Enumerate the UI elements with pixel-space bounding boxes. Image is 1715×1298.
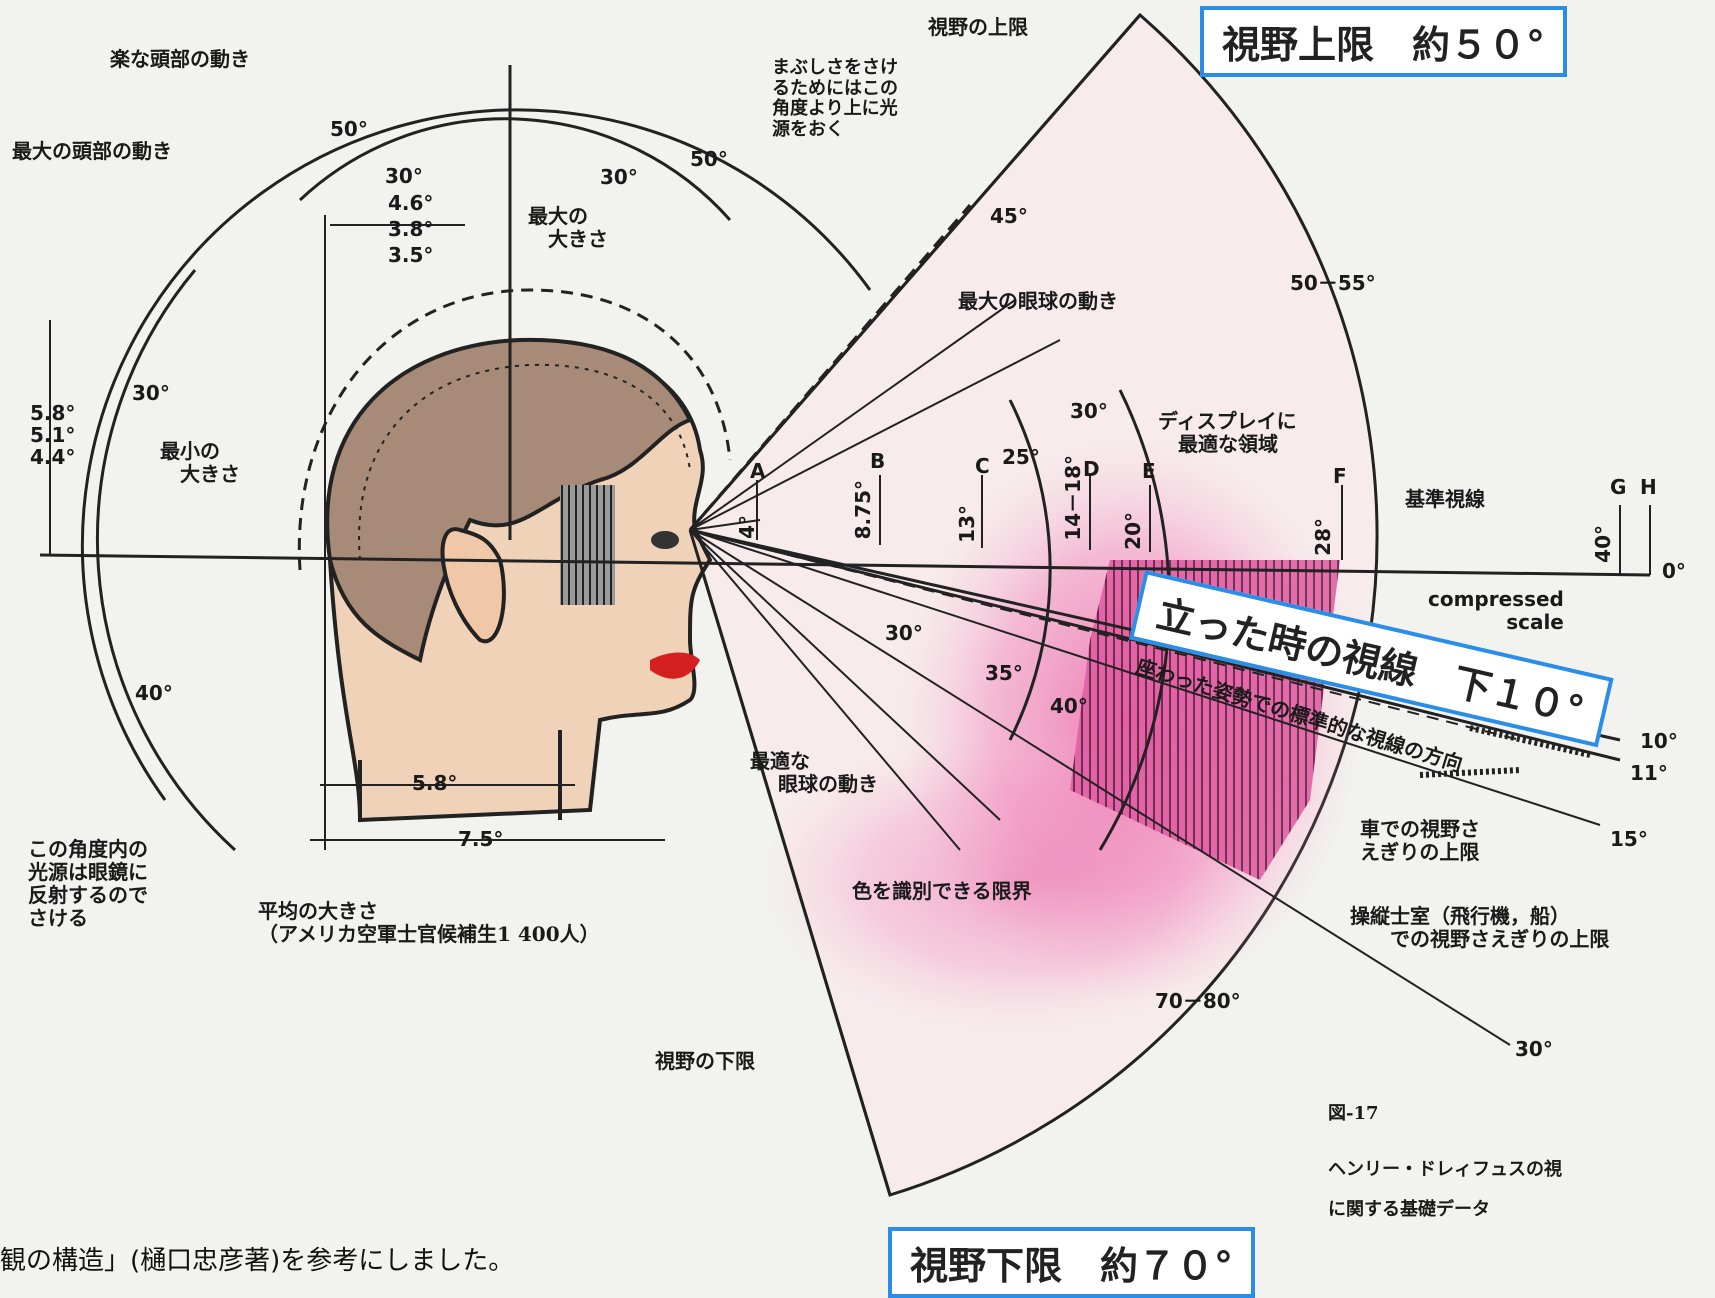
angle-eye-30: 30°	[1070, 399, 1108, 423]
dim-5-8-horiz: 5.8°	[412, 771, 458, 795]
angle-right-15: 15°	[1610, 827, 1648, 851]
label-comfortable-head: 楽な頭部の動き	[110, 47, 250, 71]
marker-D-value: 14－18°	[1061, 455, 1085, 541]
angle-down-35: 35°	[985, 661, 1023, 685]
label-lower-limit: 視野の下限	[655, 1049, 755, 1073]
marker-A-value: 4°	[735, 515, 759, 539]
upper-limit-box: 視野上限 約５０°	[1200, 6, 1568, 77]
ray-35	[689, 529, 1001, 821]
label-figure-no: 図-17	[1328, 1103, 1379, 1124]
lips	[650, 652, 700, 679]
comfortable-head-arc	[298, 117, 732, 221]
lower-limit-line	[688, 529, 892, 1196]
dim-5-1-vert: 5.1°	[30, 423, 76, 447]
dim-3-8: 3.8°	[388, 217, 434, 241]
dashed-down-line	[689, 529, 1521, 741]
angle-low-70-80: 70－80°	[1155, 989, 1241, 1013]
marker-GH-value: 40°	[1591, 525, 1615, 563]
marker-F-value: 28°	[1311, 518, 1335, 556]
marker-E: E	[1142, 459, 1156, 483]
max-head-arc	[80, 108, 872, 801]
hatch-11	[1419, 767, 1521, 778]
label-max-eye: 最大の眼球の動き	[958, 289, 1118, 313]
marker-F: F	[1333, 464, 1347, 488]
ray-40	[689, 529, 961, 851]
label-min-size: 最小の大きさ	[160, 439, 240, 486]
label-upper-limit: 視野の上限	[928, 15, 1028, 39]
dim-3-5: 3.5°	[388, 243, 434, 267]
lower-limit-box: 視野下限 約７０°	[888, 1227, 1256, 1298]
marker-E-value: 20°	[1121, 512, 1145, 550]
dim-4-4-vert: 4.4°	[30, 445, 76, 469]
ray-30	[689, 529, 1511, 1046]
label-display: ディスプレイに最適な領域	[1158, 409, 1297, 456]
head-dashed-outline-2	[358, 363, 691, 561]
angle-right-10: 10°	[1640, 729, 1678, 753]
angle-right-30: 30°	[1515, 1037, 1553, 1061]
hatch-10	[1469, 725, 1591, 758]
ray-15	[689, 529, 1601, 826]
label-optimal-eye: 最適な眼球の動き	[750, 749, 878, 796]
angle-30-right: 30°	[600, 165, 638, 189]
angle-down-30: 30°	[885, 621, 923, 645]
marker-B-value: 8.75°	[851, 480, 875, 540]
angle-up-45: 45°	[990, 204, 1028, 228]
ray-max-eye	[689, 299, 1016, 531]
eye-arc-inner	[1008, 399, 1052, 741]
angle-down-40: 40°	[1050, 694, 1088, 718]
label-average: 平均の大きさ（アメリカ空軍士官候補生1 400人）	[258, 899, 600, 946]
dim-4-6: 4.6°	[388, 191, 434, 215]
back-arc	[95, 269, 237, 852]
ray-A	[689, 519, 761, 531]
marker-H: H	[1640, 475, 1657, 499]
marker-C-value: 13°	[955, 505, 979, 543]
source-credit: 観の構造」(樋口忠彦著)を参考にしました。	[0, 1246, 515, 1276]
label-caption: ヘンリー・ドレィフュスの視に関する基礎データ	[1328, 1159, 1562, 1220]
temple-hatch	[560, 485, 615, 605]
eye	[651, 531, 679, 549]
marker-D: D	[1083, 457, 1100, 481]
label-max-size: 最大の大きさ	[528, 204, 608, 251]
marker-C: C	[975, 454, 990, 478]
neck-outline	[358, 730, 562, 820]
angle-zero: 0°	[1662, 559, 1686, 583]
marker-G: G	[1610, 475, 1627, 499]
label-car: 車での視野さえぎりの上限	[1360, 817, 1480, 864]
label-glare: まぶしさをさけるためにはこの 角度より上に光源をおく	[772, 57, 898, 141]
label-cockpit: 操縦士室（飛行機，船）での視野さえぎりの上限	[1350, 904, 1610, 951]
dim-7-5-horiz: 7.5°	[458, 827, 504, 851]
head-illustration	[297, 288, 732, 823]
angle-50-left: 50°	[330, 117, 368, 141]
angle-back-30: 30°	[132, 381, 170, 405]
angle-eye-25: 25°	[1002, 445, 1040, 469]
angle-30-left: 30°	[385, 164, 423, 188]
angle-right-11: 11°	[1630, 761, 1668, 785]
ray-B	[689, 339, 1061, 531]
label-glasses: この角度内の光源は眼鏡に 反射するのでさける	[28, 837, 148, 930]
glare-line	[688, 204, 972, 531]
angle-up-50-55: 50－55°	[1290, 271, 1376, 295]
marker-B: B	[870, 449, 886, 473]
label-color-limit: 色を識別できる限界	[852, 879, 1032, 903]
label-reference-line: 基準視線	[1405, 487, 1485, 511]
angle-back-40: 40°	[135, 681, 173, 705]
dim-5-8-vert: 5.8°	[30, 401, 76, 425]
ear	[440, 527, 506, 644]
marker-A: A	[750, 459, 766, 483]
label-max-head: 最大の頭部の動き	[12, 139, 172, 163]
angle-50-right: 50°	[690, 147, 728, 171]
